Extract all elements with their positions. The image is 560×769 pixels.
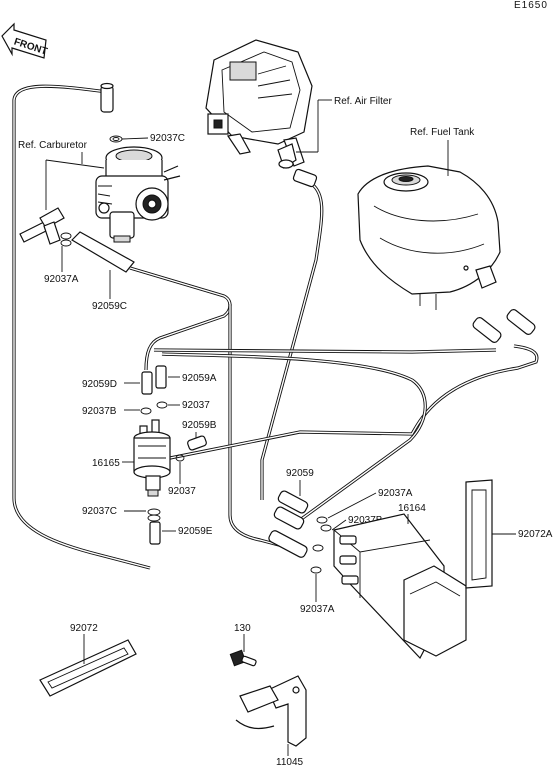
ref-fuel-tank-label: Ref. Fuel Tank <box>410 127 475 138</box>
air-filter-elbow <box>277 143 318 188</box>
tank-fittings <box>472 309 536 343</box>
fuel-tank <box>357 165 501 310</box>
carburetor <box>95 146 181 243</box>
sleeve-92059E <box>149 521 161 545</box>
hoses-92059-right <box>268 490 309 558</box>
part-label-92059D: 92059D <box>82 379 117 390</box>
part-label-92037A-upper: 92037A <box>378 488 413 499</box>
hose-airfilter-down <box>260 184 324 500</box>
ref-carburetor-label: Ref. Carburetor <box>18 140 88 151</box>
part-label-92037B-right: 92037B <box>348 515 383 526</box>
part-label-92072A: 92072A <box>518 529 553 540</box>
ref-air-filter-label: Ref. Air Filter <box>334 96 392 107</box>
part-label-130: 130 <box>234 623 251 634</box>
strap-92072A <box>465 479 493 589</box>
part-label-92072: 92072 <box>70 623 98 634</box>
part-label-11045: 11045 <box>276 757 304 768</box>
sleeve-92059A <box>155 365 167 389</box>
part-label-16164: 16164 <box>398 503 426 514</box>
strap-92072 <box>39 639 137 697</box>
bracket-11045 <box>235 675 307 747</box>
part-label-92059B: 92059B <box>182 420 217 431</box>
sleeve-92059D <box>141 371 153 395</box>
clip-92037-low <box>175 454 185 462</box>
clip-92037B-left <box>140 407 152 415</box>
hose-carb-to-filter <box>129 266 232 371</box>
outer-vent-hose <box>12 84 151 570</box>
hose-tank-loop <box>153 344 539 462</box>
clips-canister <box>310 516 332 574</box>
hose-tank-branch <box>161 352 427 529</box>
part-label-92037A-left: 92037A <box>44 274 79 285</box>
part-label-92059E: 92059E <box>178 526 213 537</box>
clip-92037-mid <box>156 401 168 409</box>
canister-16164 <box>333 513 467 660</box>
part-label-92059A: 92059A <box>182 373 217 384</box>
clip-92037C-top <box>109 135 123 143</box>
clip-92037C-low <box>147 508 161 522</box>
part-label-92037C-low: 92037C <box>82 506 117 517</box>
part-label-92037B-left: 92037B <box>82 406 117 417</box>
part-label-92037-low: 92037 <box>168 486 196 497</box>
part-label-92037-mid: 92037 <box>182 400 210 411</box>
hose-center-long <box>228 304 291 550</box>
front-arrow-icon: FRONT <box>1 22 49 59</box>
part-label-92037A-lower: 92037A <box>300 604 335 615</box>
part-label-16165: 16165 <box>92 458 120 469</box>
top-hose-fitting <box>100 82 114 113</box>
hose-92059C <box>71 231 135 273</box>
part-label-92059C: 92059C <box>92 301 127 312</box>
t-joint <box>19 207 65 245</box>
fuel-filter-16165 <box>133 419 171 497</box>
diagram-code: E1650 <box>514 0 548 11</box>
clip-92037A-left <box>60 232 72 247</box>
bolt-130 <box>229 649 257 667</box>
part-label-92037C-top: 92037C <box>150 133 185 144</box>
part-label-92059-right: 92059 <box>286 468 314 479</box>
sleeve-92059B <box>187 435 207 451</box>
air-filter <box>205 39 313 167</box>
